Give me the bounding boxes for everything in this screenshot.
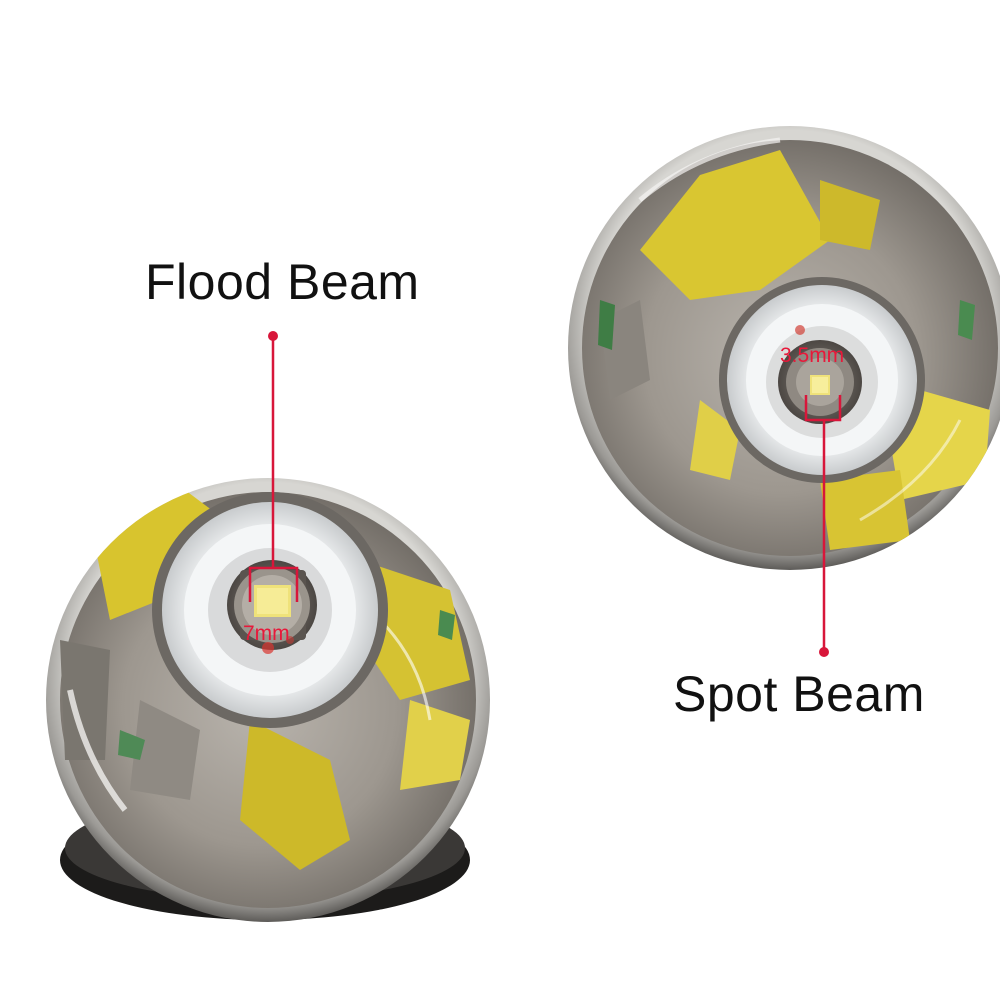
flood-chip-size-label: 7mm — [243, 622, 290, 645]
flood-pointer — [248, 331, 299, 602]
spot-chip-size-label: 3.5mm — [780, 344, 845, 367]
spot-pointer — [804, 395, 842, 657]
flood-reflector — [46, 478, 490, 922]
spot-beam-label: Spot Beam — [673, 666, 925, 722]
flood-beam-label: Flood Beam — [145, 254, 420, 310]
spot-reflector — [568, 126, 1000, 570]
